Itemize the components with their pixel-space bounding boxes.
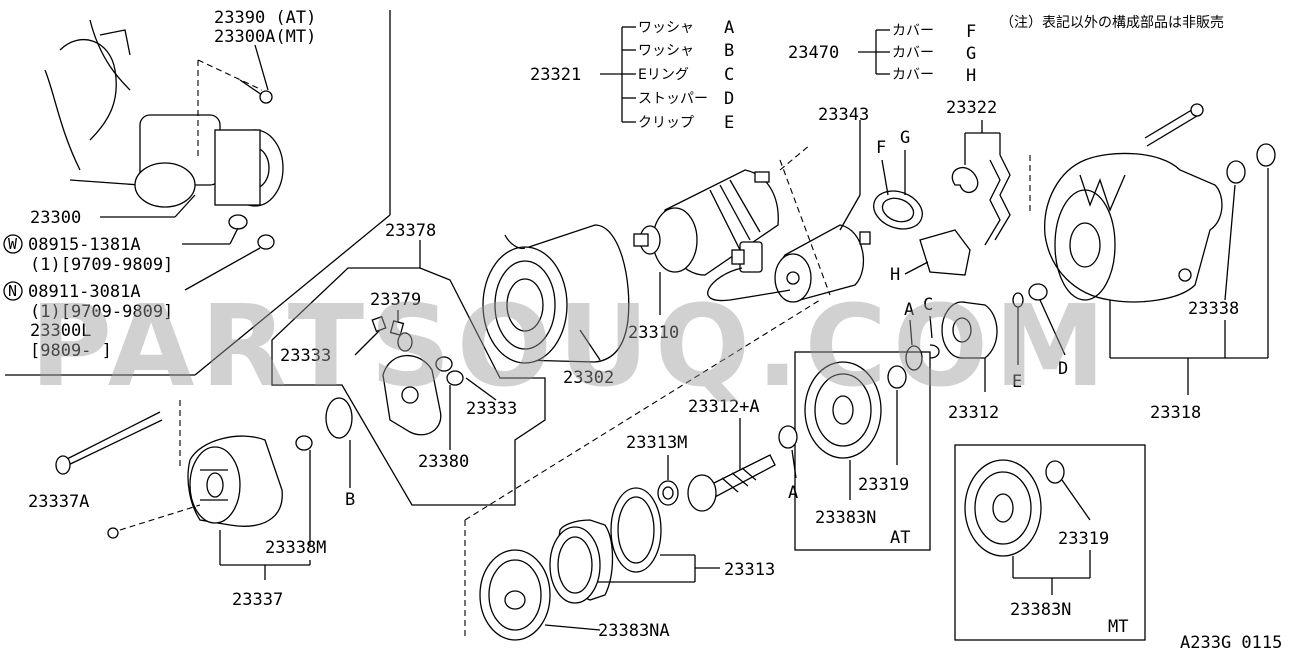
label-23383n-mt: 23383N xyxy=(1010,600,1071,620)
label-a-2: A xyxy=(788,483,798,503)
group-23470-item-2-name: カバー xyxy=(892,45,934,61)
label-f: F xyxy=(876,138,886,158)
label-23300: 23300 xyxy=(30,208,81,228)
group-23321-bracket xyxy=(600,26,636,123)
group-23321-item-2-name: ワッシャ xyxy=(638,43,694,59)
label-23312: 23312 xyxy=(948,403,999,423)
group-23470-item-1-name: カバー xyxy=(892,23,934,39)
label-23318: 23318 xyxy=(1150,403,1201,423)
group-23321-item-3-letter: C xyxy=(724,65,734,85)
diagram-code: A233G 0115 xyxy=(1180,633,1282,653)
label-23470: 23470 xyxy=(788,43,839,63)
group-23470-item-2-letter: G xyxy=(966,44,976,64)
label-23378: 23378 xyxy=(385,221,436,241)
label-23383na: 23383NA xyxy=(598,621,670,641)
part-clips-23322 xyxy=(951,154,1011,246)
label-23333-b: 23333 xyxy=(466,399,517,419)
label-b: B xyxy=(345,490,355,510)
part-gear-23313 xyxy=(549,487,662,604)
label-23321: 23321 xyxy=(530,65,581,85)
label-23302: 23302 xyxy=(563,368,614,388)
symbol-w-circle xyxy=(3,234,23,254)
at-variant-box xyxy=(794,351,931,551)
label-23383n-at: 23383N xyxy=(815,508,876,528)
label-23300l: 23300L xyxy=(30,321,91,341)
label-23380: 23380 xyxy=(418,452,469,472)
part-solenoid-23343 xyxy=(707,224,871,303)
symbol-n: N xyxy=(8,282,17,300)
label-23390-at: 23390 (AT) xyxy=(214,8,316,28)
label-23300a-mt: 23300A(MT) xyxy=(214,27,316,47)
part-yoke-23302 xyxy=(482,224,630,364)
symbol-n-circle xyxy=(3,281,23,301)
group-23321-item-3-name: Eリング xyxy=(638,67,689,83)
group-23321-item-2-letter: B xyxy=(724,41,734,61)
label-g: G xyxy=(900,128,910,148)
group-23470-bracket xyxy=(858,29,890,75)
group-23470-item-1-letter: F xyxy=(966,22,976,42)
part-armature-23310 xyxy=(633,144,821,291)
note-text: （注）表記以外の構成部品は非販売 xyxy=(1000,14,1224,31)
label-at: AT xyxy=(890,528,910,548)
label-23338m: 23338M xyxy=(265,538,326,558)
inset-engine-view xyxy=(5,10,391,376)
group-23321-item-5-name: クリップ xyxy=(638,115,694,131)
part-shaft-23312a xyxy=(687,454,776,512)
label-23337a: 23337A xyxy=(28,492,89,512)
label-n-qty: (1)[9709-9809] xyxy=(30,302,173,322)
label-23313m: 23313M xyxy=(626,433,687,453)
part-center-case-23383na xyxy=(479,549,551,641)
label-23300l-range: [9809- ] xyxy=(30,341,112,361)
label-e: E xyxy=(1012,372,1022,392)
ering-c xyxy=(929,344,940,359)
label-23333-a: 23333 xyxy=(280,346,331,366)
group-23321-item-1-letter: A xyxy=(724,18,734,38)
group-23321-item-4-letter: D xyxy=(724,89,734,109)
label-23379: 23379 xyxy=(370,290,421,310)
label-mt: MT xyxy=(1108,617,1128,637)
mt-variant-box xyxy=(954,444,1146,641)
label-23313: 23313 xyxy=(724,560,775,580)
part-front-housing-23318 xyxy=(1044,103,1276,303)
label-w-qty: (1)[9709-9809] xyxy=(30,255,173,275)
part-covers-f-g xyxy=(873,190,971,276)
label-23319-mt: 23319 xyxy=(1058,529,1109,549)
label-23322: 23322 xyxy=(946,98,997,118)
label-23338: 23338 xyxy=(1188,299,1239,319)
group-23378-outline xyxy=(271,240,546,506)
label-23343: 23343 xyxy=(818,105,869,125)
part-rear-cover-23337 xyxy=(55,397,353,539)
label-a-1: A xyxy=(904,300,914,320)
label-08911-3081a: 08911-3081A xyxy=(28,282,141,302)
label-23337: 23337 xyxy=(232,590,283,610)
dash-armature xyxy=(779,159,831,296)
group-23470-item-3-name: カバー xyxy=(892,67,934,83)
label-h: H xyxy=(890,265,900,285)
part-pinion-23313m xyxy=(657,480,679,506)
label-d: D xyxy=(1058,359,1068,379)
label-08915-1381a: 08915-1381A xyxy=(28,235,141,255)
label-23319-at: 23319 xyxy=(858,475,909,495)
symbol-w: W xyxy=(8,235,18,253)
part-clutch-23312 xyxy=(941,301,998,359)
label-c: C xyxy=(923,295,933,315)
washer-d xyxy=(1028,283,1048,301)
group-23470-item-3-letter: H xyxy=(966,66,976,86)
group-23321-item-1-name: ワッシャ xyxy=(638,20,694,36)
group-23321-item-5-letter: E xyxy=(724,113,734,133)
label-23312-plus-a: 23312+A xyxy=(688,397,760,417)
label-23310: 23310 xyxy=(628,323,679,343)
watermark: PARTSOUQ.COM xyxy=(30,282,1112,412)
washer-a-2 xyxy=(778,425,798,449)
group-23321-item-4-name: ストッパー xyxy=(638,91,708,107)
